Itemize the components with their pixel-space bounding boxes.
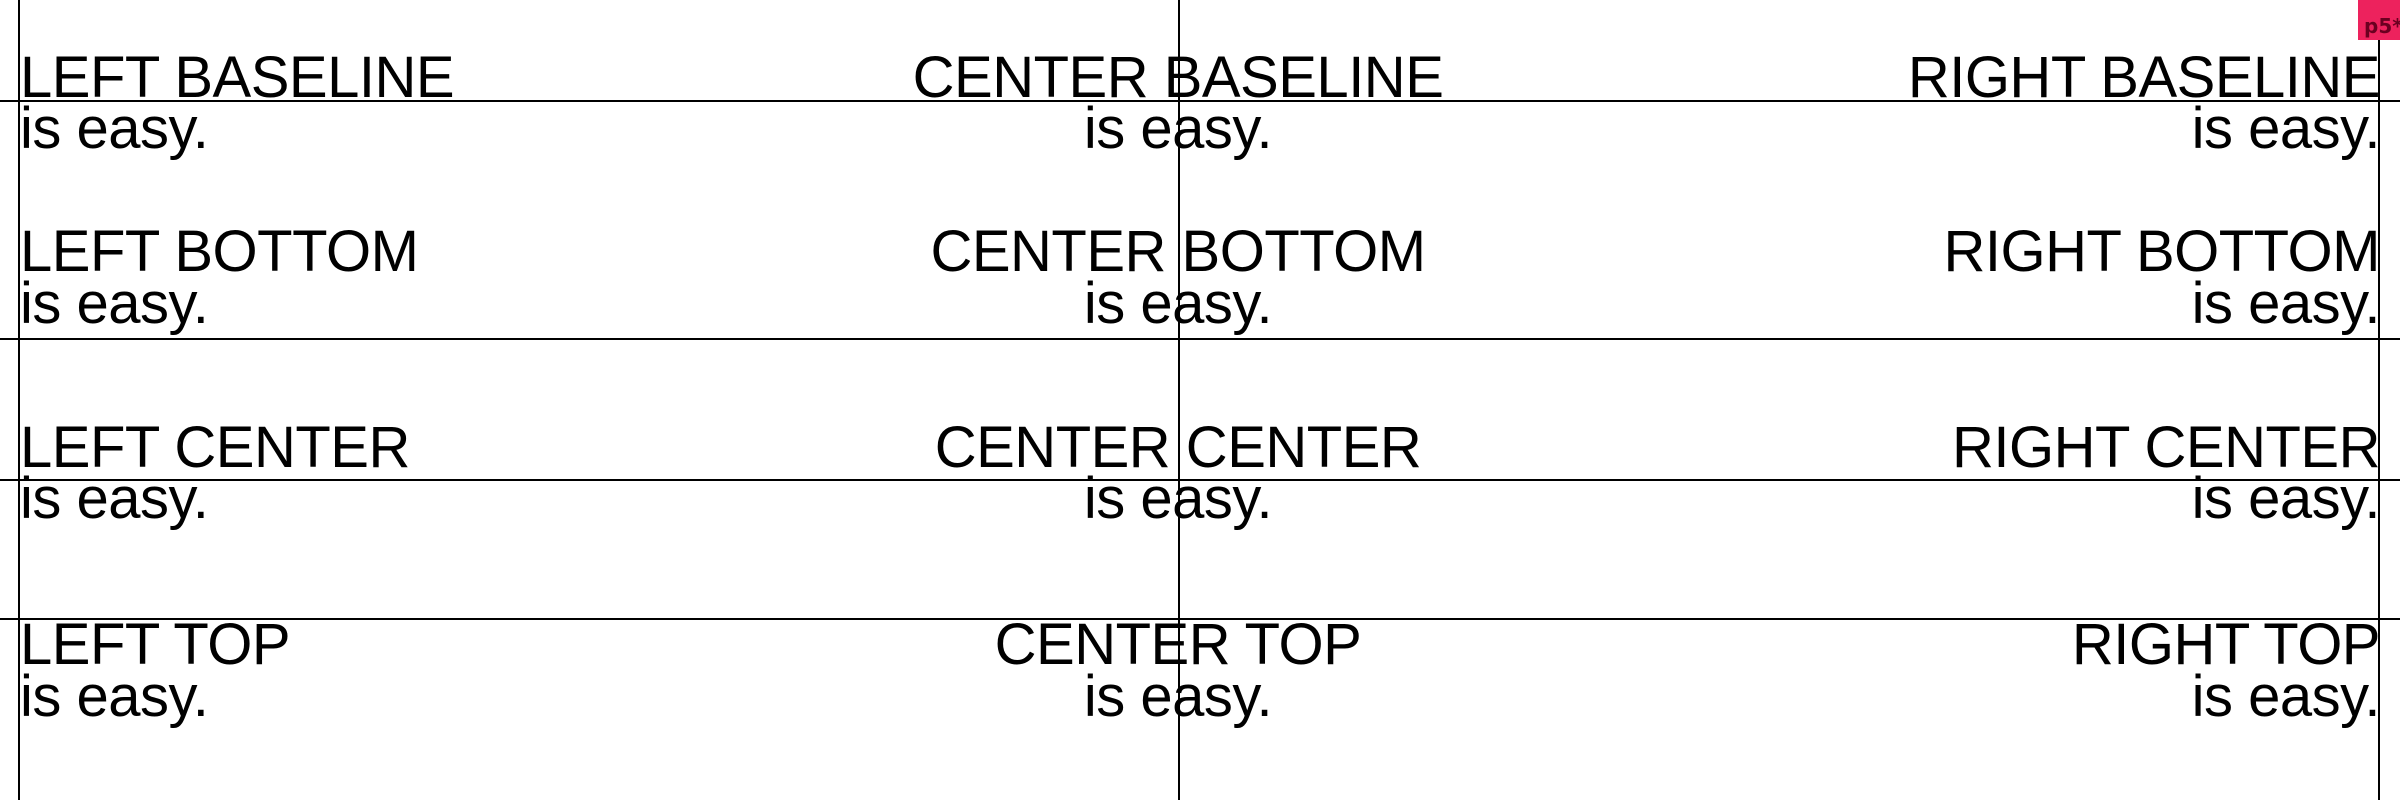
sub-center-top: is easy.	[1083, 664, 1273, 729]
label-center-center: CENTER CENTER	[934, 415, 1422, 480]
label-center-top: CENTER TOP	[994, 612, 1362, 677]
label-right-bottom: RIGHT BOTTOM	[1943, 219, 2380, 284]
label-left-bottom: LEFT BOTTOM	[20, 219, 419, 284]
p5-logo-badge[interactable]: p5*	[2358, 0, 2400, 40]
label-center-baseline: CENTER BASELINE	[912, 45, 1444, 110]
guide-line-middle	[1178, 0, 1180, 800]
sub-left-bottom: is easy.	[20, 271, 209, 336]
p5-logo-text: p5*	[2364, 14, 2400, 38]
sub-right-baseline: is easy.	[2191, 96, 2381, 161]
sub-right-top: is easy.	[2191, 664, 2381, 729]
label-right-baseline: RIGHT BASELINE	[1907, 45, 2381, 110]
guide-line-right	[2378, 0, 2380, 800]
sub-right-center: is easy.	[2191, 466, 2381, 531]
label-left-top: LEFT TOP	[20, 612, 291, 677]
label-center-bottom: CENTER BOTTOM	[930, 219, 1426, 284]
label-left-baseline: LEFT BASELINE	[20, 45, 455, 110]
sub-center-bottom: is easy.	[1083, 271, 1273, 336]
guide-line-left	[18, 0, 20, 800]
sub-center-baseline: is easy.	[1083, 96, 1273, 161]
label-right-center: RIGHT CENTER	[1952, 415, 2380, 480]
guide-line-top	[0, 618, 2400, 620]
sub-left-center: is easy.	[20, 466, 209, 531]
guide-line-baseline	[0, 100, 2400, 102]
label-right-top: RIGHT TOP	[2071, 612, 2381, 677]
guide-line-center	[0, 479, 2400, 481]
sub-left-baseline: is easy.	[20, 96, 209, 161]
guide-line-bottom	[0, 338, 2400, 340]
label-left-center: LEFT CENTER	[20, 415, 410, 480]
sub-right-bottom: is easy.	[2191, 271, 2381, 336]
sub-left-top: is easy.	[20, 664, 209, 729]
sub-center-center: is easy.	[1083, 466, 1273, 531]
